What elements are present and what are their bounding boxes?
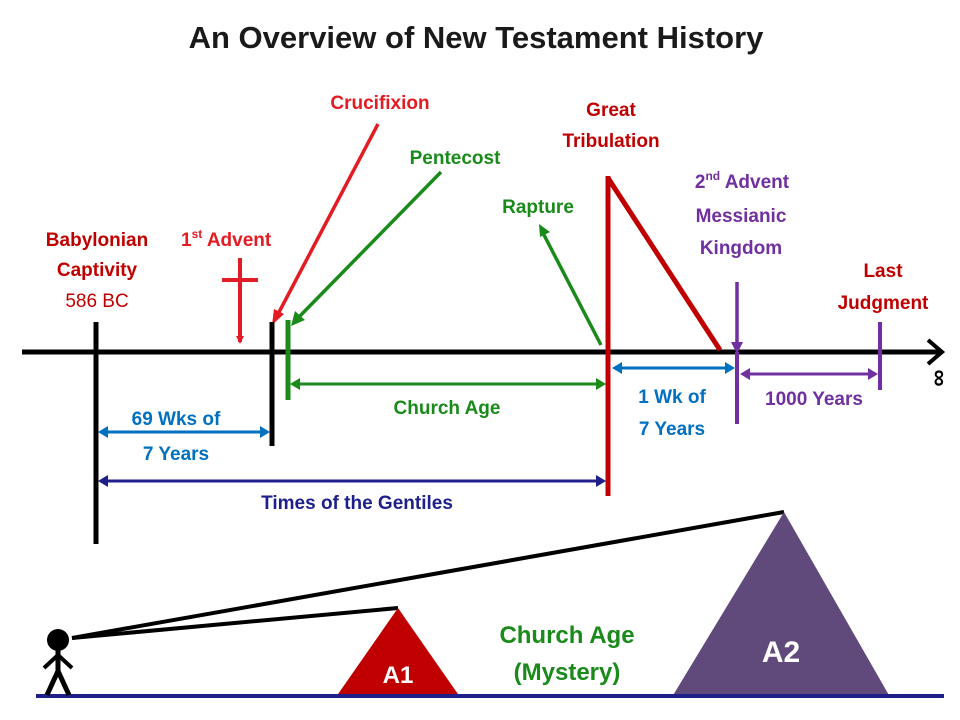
times-gentiles-arrow-left [98, 475, 108, 487]
sightline-to-a2 [71, 510, 785, 640]
wk1-arrow-left [612, 362, 622, 374]
wk1-label-line2: 7 Years [639, 419, 705, 440]
wks69-arrow-left [98, 426, 108, 438]
pentecost-arrow [295, 170, 443, 321]
second-advent-label: 2nd Advent [695, 169, 790, 193]
babylonian-label-line2: Captivity [57, 260, 138, 281]
crucifixion-arrow [275, 123, 380, 317]
church-age-label: Church Age [394, 398, 501, 419]
wk1-arrow-right [725, 362, 735, 374]
crucifixion-arrowhead [272, 309, 284, 325]
babylonian-year: 586 BC [65, 291, 128, 312]
person-icon [42, 629, 74, 697]
last-judgment-line1: Last [863, 261, 903, 282]
pentecost-label: Pentecost [410, 148, 501, 169]
pentecost-arrowhead [291, 311, 305, 326]
infinity-symbol: ∞ [926, 369, 953, 386]
great-tribulation-line2: Tribulation [562, 131, 659, 152]
church-age-arrow-right [596, 378, 606, 390]
mountain-a1 [336, 608, 460, 697]
church-age-arrow-left [290, 378, 300, 390]
first-advent-label: 1st Advent [181, 227, 272, 251]
church-age-mystery-line1: Church Age [499, 622, 634, 649]
rapture-label: Rapture [502, 197, 574, 218]
messianic-label-line2: Kingdom [700, 238, 782, 259]
rapture-arrow [541, 232, 603, 346]
mountain-a2 [672, 512, 890, 697]
page-title: An Overview of New Testament History [189, 20, 765, 55]
great-tribulation-slope [605, 176, 723, 352]
sightline-to-a1 [71, 606, 399, 640]
times-gentiles-arrow-right [596, 475, 606, 487]
timeline-arrowhead [926, 338, 946, 366]
times-gentiles-label: Times of the Gentiles [261, 493, 453, 514]
rapture-arrowhead [539, 224, 550, 237]
wks69-label-line2: 7 Years [143, 444, 209, 465]
thousand-years-label: 1000 Years [765, 389, 863, 410]
thousand-years-arrow-left [740, 368, 750, 380]
babylonian-label-line1: Babylonian [46, 230, 148, 251]
messianic-label-line1: Messianic [696, 206, 787, 227]
second-advent-arrowhead [731, 342, 743, 354]
crucifixion-label: Crucifixion [330, 93, 429, 114]
last-judgment-line2: Judgment [838, 293, 929, 314]
wks69-arrow-right [260, 426, 270, 438]
great-tribulation-line1: Great [586, 100, 636, 121]
wks69-label-line1: 69 Wks of [132, 409, 221, 430]
wk1-label-line1: 1 Wk of [638, 387, 706, 408]
church-age-mystery-line2: (Mystery) [514, 659, 621, 686]
thousand-years-arrow-right [868, 368, 878, 380]
mountain-a2-label: A2 [762, 636, 800, 669]
mountain-a1-label: A1 [383, 662, 414, 689]
